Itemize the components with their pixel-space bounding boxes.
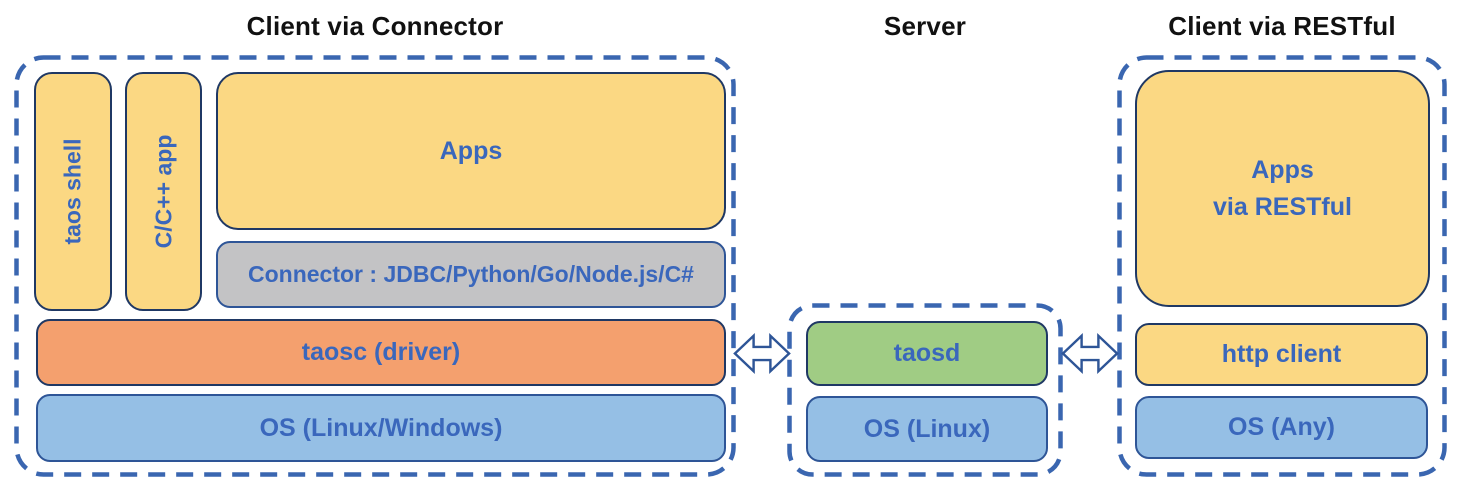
http-client-box: http client: [1135, 323, 1428, 386]
section-title-client-connector: Client via Connector: [246, 10, 504, 41]
dashed-border: [787, 303, 1063, 477]
connector-box: Connector : JDBC/Python/Go/Node.js/C#: [216, 241, 726, 308]
apps-box: Apps: [216, 72, 726, 230]
os-linux-box: OS (Linux): [806, 396, 1048, 462]
taos-shell-box: taos shell: [34, 72, 112, 311]
section-title-server: Server: [883, 10, 967, 41]
client-restful-group: [1117, 55, 1447, 477]
double-headed-arrow-icon-left: [733, 332, 791, 375]
server-group: [787, 303, 1063, 477]
double-arrow-glyph: [1061, 332, 1119, 375]
os-linux-windows-box: OS (Linux/Windows): [36, 394, 726, 462]
os-any-box: OS (Any): [1135, 396, 1428, 459]
dashed-border: [14, 55, 736, 477]
section-title-client-restful: Client via RESTful: [1168, 10, 1396, 41]
taos-shell-label: taos shell: [59, 138, 86, 245]
apps-via-restful-label-line1: Apps: [1251, 156, 1314, 185]
client-connector-group: [14, 55, 736, 477]
dashed-border: [1117, 55, 1447, 477]
double-headed-arrow-icon-right: [1061, 332, 1119, 375]
apps-via-restful-label-line2: via RESTful: [1213, 192, 1352, 221]
double-arrow-glyph: [733, 332, 791, 375]
taosc-driver-box: taosc (driver): [36, 319, 726, 386]
apps-via-restful-box: Apps via RESTful: [1135, 70, 1430, 307]
cpp-app-label: C/C++ app: [150, 134, 177, 249]
cpp-app-box: C/C++ app: [125, 72, 202, 311]
taosd-box: taosd: [806, 321, 1048, 386]
